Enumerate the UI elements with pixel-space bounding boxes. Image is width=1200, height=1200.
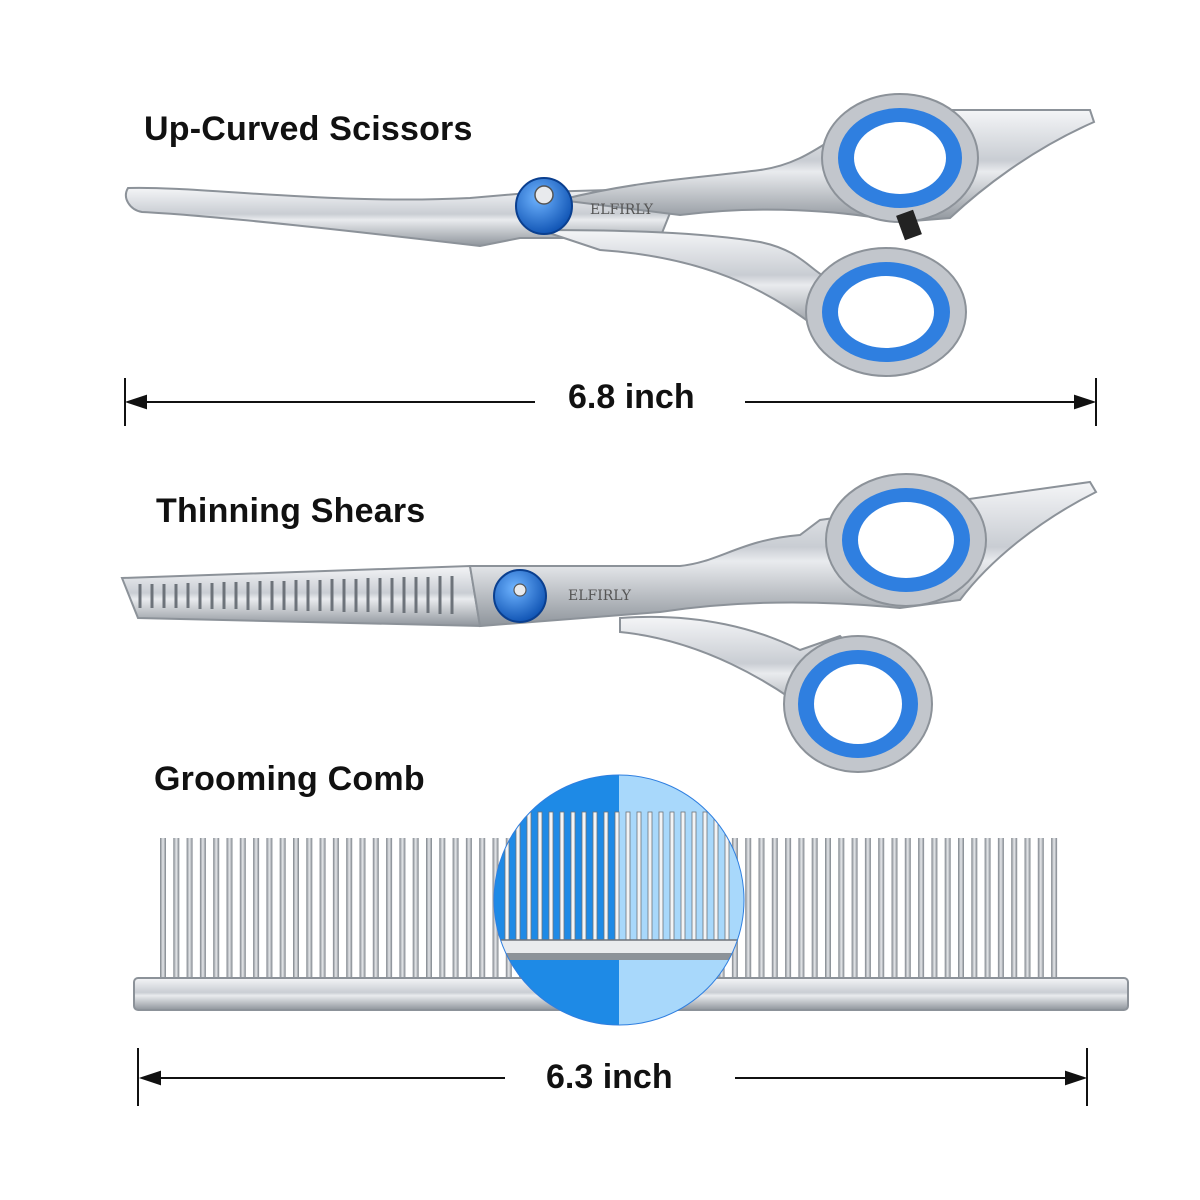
zoom-comb-tooth xyxy=(537,811,543,941)
comb-tooth xyxy=(346,838,353,983)
comb-tooth xyxy=(944,838,951,983)
zoom-comb-tooth xyxy=(515,811,521,941)
scissors-dimension-line xyxy=(124,378,1097,426)
comb-tooth xyxy=(1037,838,1044,983)
comb-tooth xyxy=(426,838,432,983)
scissors-length-label: 6.8 inch xyxy=(562,378,701,417)
comb-tooth xyxy=(439,838,446,983)
zoom-comb-tooth xyxy=(592,811,598,941)
comb-tooth xyxy=(293,838,299,983)
zoom-comb-tooth xyxy=(647,811,653,941)
comb-tooth xyxy=(891,838,898,983)
comb-tooth xyxy=(904,838,911,983)
comb-tooth xyxy=(226,838,233,983)
comb-tooth xyxy=(306,838,313,983)
zoom-comb-tooth xyxy=(570,811,576,941)
comb-tooth xyxy=(745,838,752,983)
comb-length-label: 6.3 inch xyxy=(540,1058,679,1097)
comb-tooth xyxy=(399,838,406,983)
comb-tooth xyxy=(785,838,792,983)
comb-tooth xyxy=(825,838,831,983)
comb-tooth xyxy=(465,838,472,983)
comb-tooth xyxy=(864,838,871,983)
zoom-comb-tooth xyxy=(669,811,675,941)
up-curved-scissors-label: Up-Curved Scissors xyxy=(144,110,473,148)
zoom-comb-tooth xyxy=(559,811,565,941)
comb-tooth xyxy=(386,838,393,983)
comb-tooth xyxy=(798,838,805,983)
comb-tooth xyxy=(412,838,419,983)
zoom-comb-tooth xyxy=(614,811,620,941)
grooming-comb-label: Grooming Comb xyxy=(154,760,425,798)
comb-tooth xyxy=(1051,838,1058,983)
comb-tooth xyxy=(918,838,925,983)
comb-tooth xyxy=(838,838,845,983)
comb-tooth xyxy=(332,838,339,983)
comb-tooth xyxy=(931,838,938,983)
scissors-brand-engraving: ELFIRLY xyxy=(590,202,654,218)
zoom-comb-tooth xyxy=(702,811,708,941)
comb-tooth xyxy=(984,838,991,983)
comb-tooth xyxy=(253,838,260,983)
comb-dimension-line xyxy=(137,1048,1088,1106)
comb-tooth xyxy=(479,838,486,983)
comb-tooth xyxy=(1011,838,1018,983)
comb-tooth xyxy=(958,838,964,983)
thinning-shears-label: Thinning Shears xyxy=(156,492,426,530)
comb-tooth xyxy=(279,838,286,983)
comb-tooth xyxy=(771,838,778,983)
comb-tooth xyxy=(266,838,273,983)
comb-tooth xyxy=(186,838,193,983)
comb-tooth xyxy=(319,838,326,983)
zoom-comb-tooth xyxy=(713,811,719,941)
comb-zoom-detail xyxy=(493,774,745,1026)
zoom-comb-tooth xyxy=(724,811,730,941)
zoom-comb-tooth xyxy=(548,811,554,941)
comb-tooth xyxy=(452,838,459,983)
comb-tooth xyxy=(173,838,180,983)
thinning-shears: ELFIRLY xyxy=(120,473,1098,773)
comb-tooth xyxy=(372,838,379,983)
zoom-comb-tooth xyxy=(691,811,697,941)
zoom-comb-tooth xyxy=(581,811,587,941)
comb-tooth xyxy=(239,838,246,983)
zoom-comb-tooth xyxy=(504,811,510,941)
comb-tooth xyxy=(878,838,885,983)
up-curved-scissors: ELFIRLY xyxy=(124,93,1096,377)
comb-tooth xyxy=(811,838,818,983)
comb-tooth xyxy=(971,838,978,983)
thinning-teeth xyxy=(138,576,454,614)
zoom-comb-tooth xyxy=(603,811,609,941)
comb-tooth xyxy=(851,838,858,983)
zoom-comb-tooth xyxy=(680,811,686,941)
comb-tooth xyxy=(1024,838,1031,983)
comb-tooth xyxy=(160,838,166,983)
comb-tooth xyxy=(758,838,765,983)
zoom-comb-tooth xyxy=(526,811,532,941)
zoom-comb-tooth xyxy=(625,811,631,941)
comb-tooth xyxy=(997,838,1004,983)
thinning-brand-engraving: ELFIRLY xyxy=(568,588,632,604)
zoom-comb-tooth xyxy=(658,811,664,941)
comb-tooth xyxy=(213,838,220,983)
comb-tooth xyxy=(359,838,366,983)
comb-tooth xyxy=(199,838,206,983)
zoom-comb-tooth xyxy=(636,811,642,941)
